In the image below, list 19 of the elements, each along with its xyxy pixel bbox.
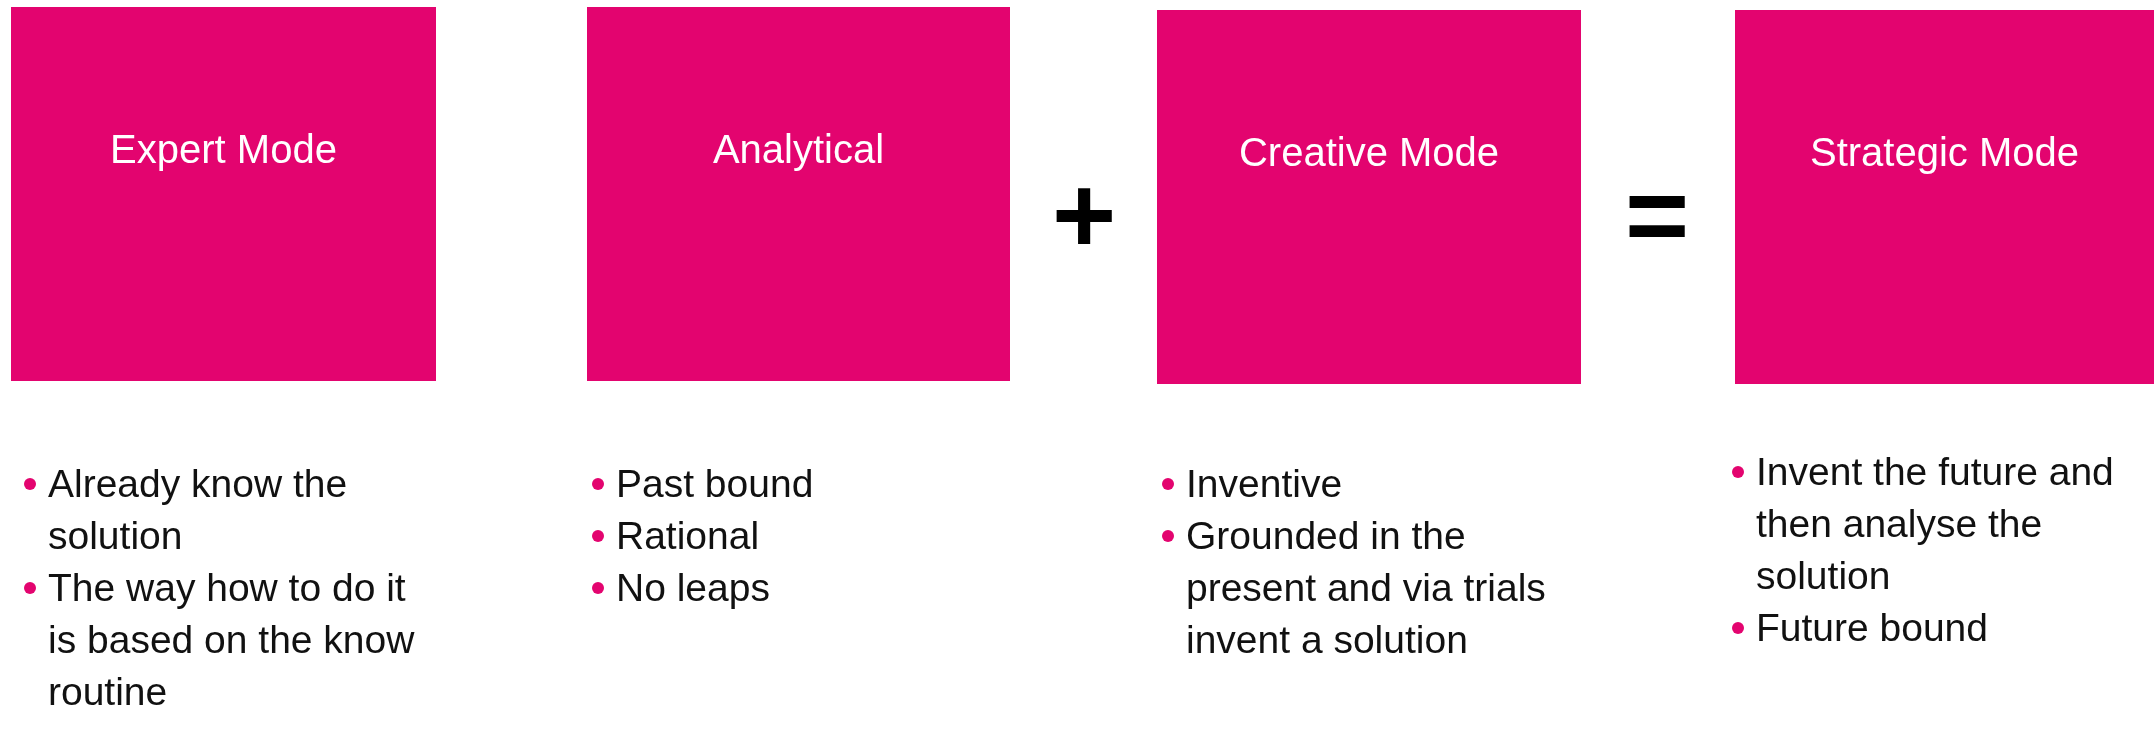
bullet-text: Future bound <box>1730 602 2154 654</box>
bullet-text: The way how to do it is based on the know routine <box>22 562 442 718</box>
bullet-text: Invent the future and then analyse the solution <box>1730 446 2154 602</box>
box-title: Strategic Mode <box>1810 130 2079 176</box>
operator-sign: + <box>1052 160 1117 270</box>
mode-box <box>587 7 1010 381</box>
mode-box <box>1735 10 2154 384</box>
mode-box <box>1157 10 1581 384</box>
bullet-text: No leaps <box>590 562 990 614</box>
box-title: Expert Mode <box>110 127 337 173</box>
bullet-text: Past bound <box>590 458 990 510</box>
bullet-text: Already know the solution <box>22 458 442 562</box>
bullet-text: Rational <box>590 510 990 562</box>
operator-sign: = <box>1625 160 1690 270</box>
bullet-text: Inventive <box>1160 458 1560 510</box>
mode-box <box>11 7 436 381</box>
bullet-text: Grounded in the present and via trials invent a solution <box>1160 510 1560 666</box>
box-title: Analytical <box>712 127 885 173</box>
box-title: Creative Mode <box>1238 130 1500 176</box>
